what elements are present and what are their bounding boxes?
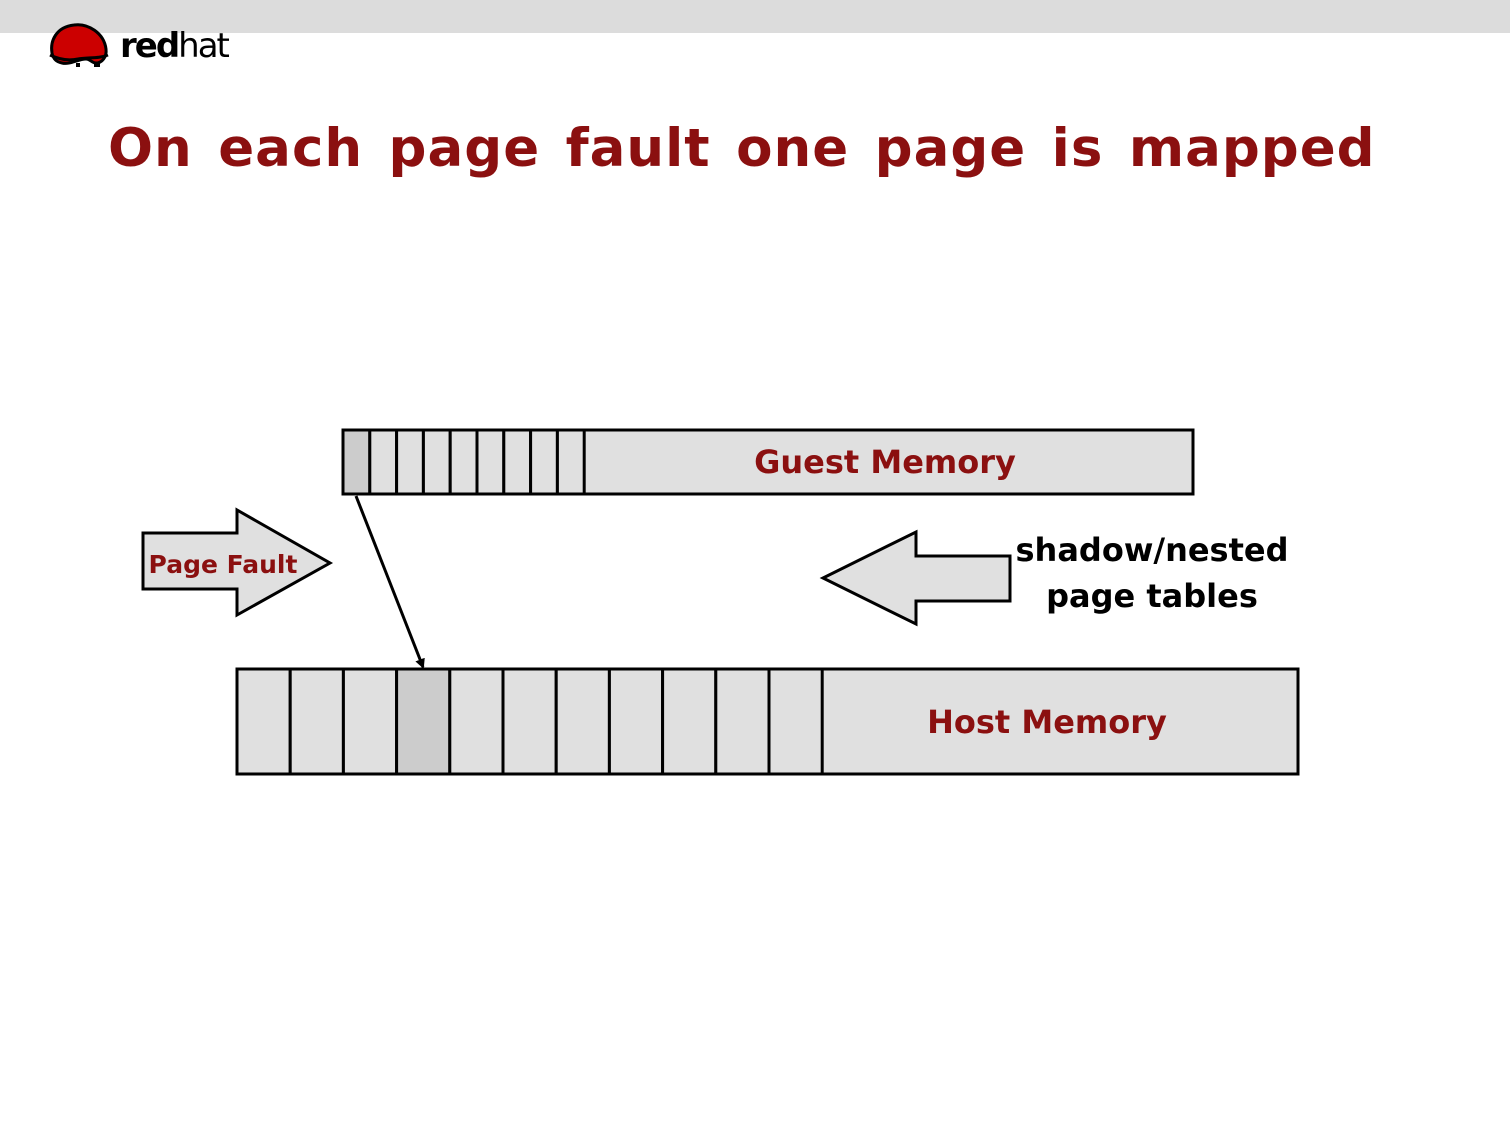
host-memory-label: Host Memory [927,703,1167,741]
host-page-cell [767,667,824,776]
host-page-cell [607,667,665,776]
left-arrow-icon [819,529,1012,627]
guest-page-cell [502,428,533,496]
host-page-cell [341,667,399,776]
host-page-cell [448,667,505,776]
host-page-cell [661,667,718,776]
top-bar [0,0,1510,33]
host-page-cell [554,667,611,776]
mapping-arrow [354,495,425,669]
host-page-cell [714,667,771,776]
guest-page-cell [555,428,586,496]
page-fault-label: Page Fault [149,550,298,579]
guest-memory-label: Guest Memory [754,443,1016,481]
guest-page-cell-highlighted [341,428,372,496]
right-arrow-icon [141,507,334,618]
guest-page-cell [368,428,399,496]
page-tables-label-line1: shadow/nested [1016,531,1289,569]
host-memory-bar: Host Memory [235,667,1300,776]
host-page-cell [501,667,558,776]
guest-memory-bar: Guest Memory [341,428,1195,496]
slide-title: On each page fault one page is mapped [108,118,1376,179]
guest-page-cell [448,428,479,496]
page-tables-arrow: shadow/nested page tables [819,529,1289,627]
logo-text-bold: red [120,26,180,66]
page-fault-arrow: Page Fault [141,507,334,618]
host-page-cell [235,667,292,776]
logo-text-regular: hat [178,26,230,66]
logo-wordmark: redhat [120,26,230,66]
guest-page-cell [421,428,452,496]
guest-page-cell [475,428,506,496]
host-page-cell [288,667,345,776]
redhat-logo: redhat [48,16,230,72]
redhat-shadowman-icon [49,23,109,67]
guest-page-cell [529,428,559,496]
guest-page-cell [395,428,425,496]
host-page-cell-highlighted [395,667,452,776]
page-tables-label-line2: page tables [1046,577,1258,615]
